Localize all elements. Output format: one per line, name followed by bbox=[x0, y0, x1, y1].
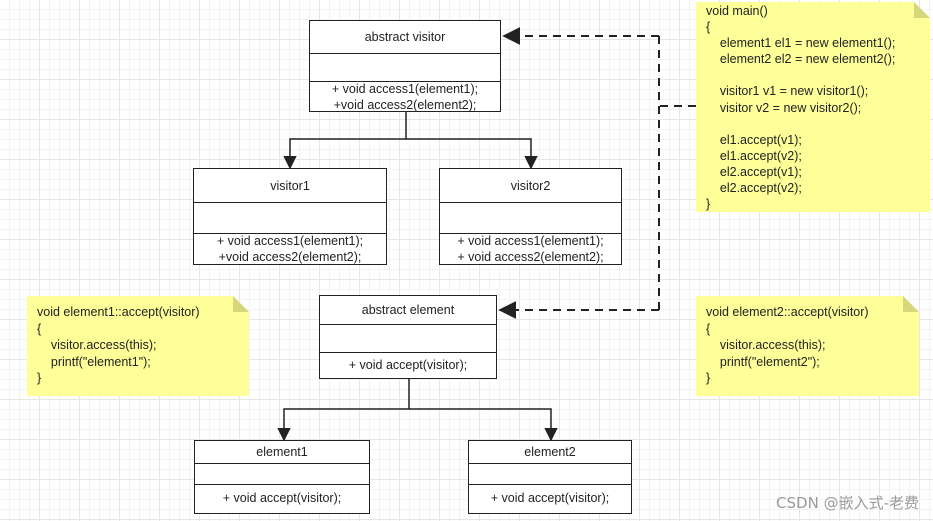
method: + void access1(element1); bbox=[216, 234, 364, 248]
code-line: visitor.access(this); bbox=[706, 338, 826, 352]
note-fold bbox=[914, 2, 930, 18]
element1-accept-note[interactable]: void element1::accept(visitor) { visitor… bbox=[27, 296, 249, 396]
class-attributes bbox=[195, 464, 369, 485]
code-line: element2 el2 = new element2(); bbox=[706, 52, 896, 67]
class-methods: + void access1(element1); + void access2… bbox=[440, 234, 621, 265]
code-line: el2.accept(v2); bbox=[706, 181, 802, 196]
code-line: } bbox=[706, 371, 711, 385]
code-line: { bbox=[706, 20, 711, 35]
abstract-element-class[interactable]: abstract element + void accept(visitor); bbox=[319, 295, 497, 379]
code-line: ​ bbox=[706, 116, 920, 132]
class-title: abstract element bbox=[320, 296, 496, 325]
class-title: visitor2 bbox=[440, 169, 621, 203]
class-title: element2 bbox=[469, 441, 631, 464]
code-line: void element1::accept(visitor) bbox=[37, 305, 200, 319]
code-line: element1 el1 = new element1(); bbox=[706, 36, 896, 51]
method: + void access2(element2); bbox=[457, 249, 604, 264]
code-line: el1.accept(v1); bbox=[706, 132, 802, 147]
class-attributes bbox=[440, 203, 621, 234]
visitor-branch-line bbox=[283, 111, 407, 170]
code-line: visitor v2 = new visitor2(); bbox=[706, 100, 862, 115]
code-line: { bbox=[37, 321, 42, 336]
class-title: visitor1 bbox=[194, 169, 386, 203]
method: + void accept(visitor); bbox=[348, 357, 468, 372]
class-methods: + void access1(element1); +void access2(… bbox=[194, 234, 386, 265]
class-methods: + void accept(visitor); bbox=[195, 485, 369, 513]
code-line: ​ bbox=[706, 67, 920, 83]
code-line: void main() bbox=[706, 4, 768, 18]
method: +void access2(element2); bbox=[333, 97, 477, 112]
class-title: abstract visitor bbox=[310, 21, 500, 54]
method: + void accept(visitor); bbox=[222, 491, 342, 506]
element-branch-line bbox=[409, 408, 558, 442]
code-line: { bbox=[706, 321, 711, 336]
code-line: visitor1 v1 = new visitor1(); bbox=[706, 84, 869, 99]
code-line: el1.accept(v2); bbox=[706, 148, 802, 163]
visitor-branch-line bbox=[406, 138, 538, 170]
method: + void access1(element1); bbox=[457, 234, 604, 248]
code-line: printf("element2"); bbox=[706, 354, 820, 369]
code-line: printf("element1"); bbox=[37, 354, 151, 369]
class-attributes bbox=[310, 54, 500, 82]
code-line: void element2::accept(visitor) bbox=[706, 305, 869, 319]
element-branch-line bbox=[277, 378, 410, 442]
class-attributes bbox=[469, 464, 631, 485]
class-methods: + void accept(visitor); bbox=[320, 353, 496, 378]
method: + void access1(element1); bbox=[331, 82, 479, 96]
element2-accept-note[interactable]: void element2::accept(visitor) { visitor… bbox=[696, 296, 919, 396]
element2-class[interactable]: element2 + void accept(visitor); bbox=[468, 440, 632, 514]
code-line: visitor.access(this); bbox=[37, 338, 157, 352]
class-attributes bbox=[194, 203, 386, 234]
method: +void access2(element2); bbox=[218, 249, 362, 264]
note-fold bbox=[233, 296, 249, 312]
method: + void accept(visitor); bbox=[490, 491, 610, 506]
element1-class[interactable]: element1 + void accept(visitor); bbox=[194, 440, 370, 514]
abstract-visitor-class[interactable]: abstract visitor + void access1(element1… bbox=[309, 20, 501, 112]
class-title: element1 bbox=[195, 441, 369, 464]
code-line: } bbox=[706, 197, 711, 212]
code-line: } bbox=[37, 371, 42, 385]
class-methods: + void access1(element1); +void access2(… bbox=[310, 82, 500, 113]
note-fold bbox=[903, 296, 919, 312]
code-line: el2.accept(v1); bbox=[706, 164, 802, 179]
class-methods: + void accept(visitor); bbox=[469, 485, 631, 513]
visitor1-class[interactable]: visitor1 + void access1(element1); +void… bbox=[193, 168, 387, 265]
visitor2-class[interactable]: visitor2 + void access1(element1); + voi… bbox=[439, 168, 622, 265]
class-attributes bbox=[320, 325, 496, 353]
watermark: CSDN @嵌入式-老费 bbox=[776, 494, 919, 512]
main-code-note[interactable]: void main() { element1 el1 = new element… bbox=[696, 2, 930, 212]
